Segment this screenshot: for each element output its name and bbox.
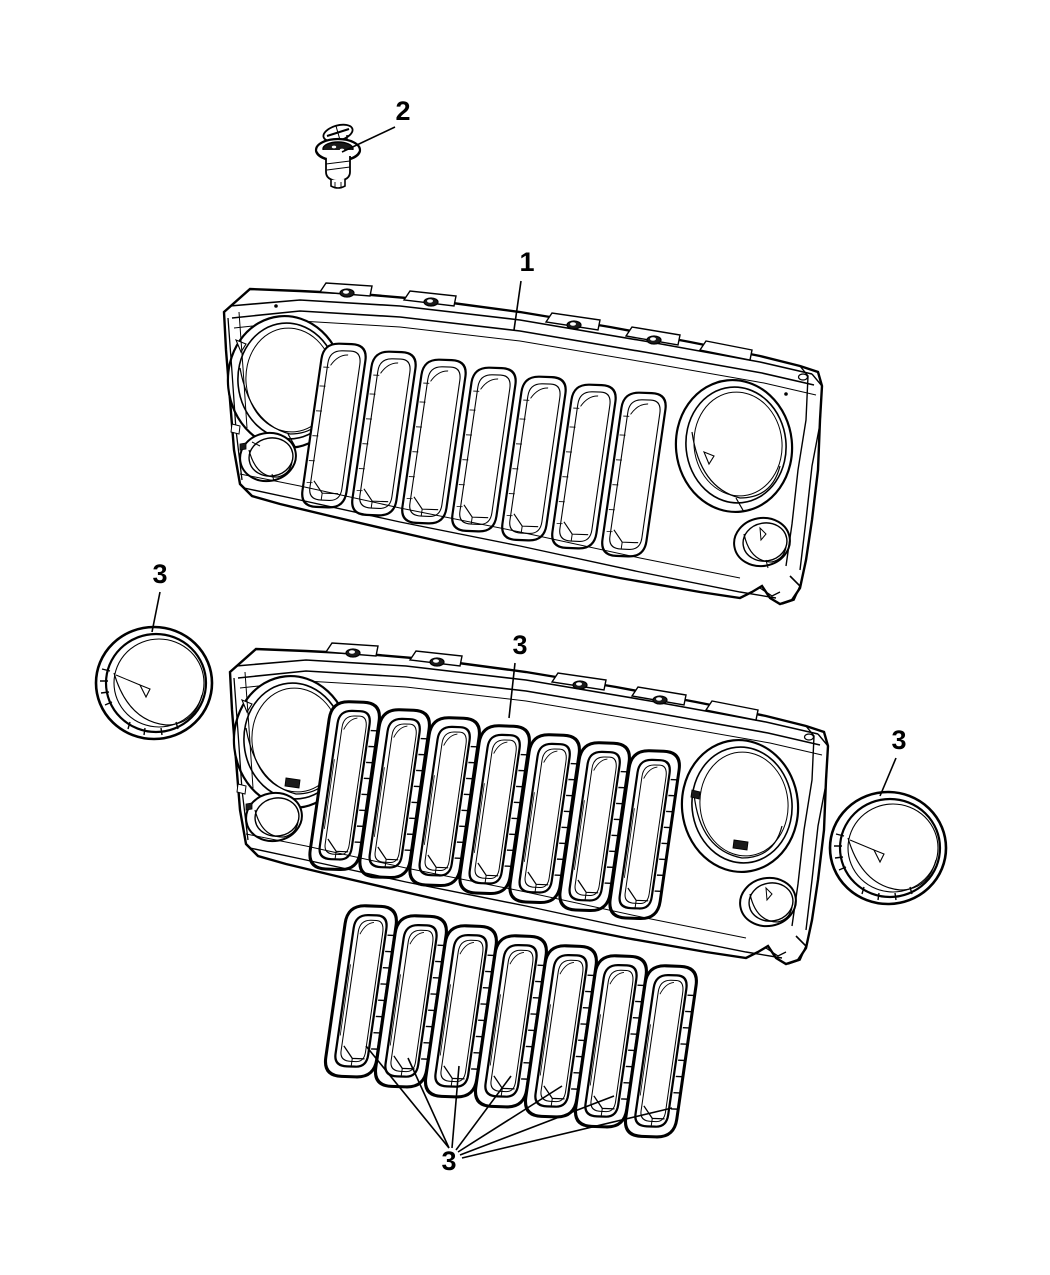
callout-3-left-ring-label: 3: [152, 559, 167, 589]
upper-grille-signal-opening-right: [733, 516, 791, 569]
callout-2-leader: [341, 126, 396, 153]
callout-1-leader: [513, 280, 522, 331]
callout-3-right-ring-leader: [879, 757, 897, 797]
callout-2-label: 2: [395, 96, 410, 126]
callout-3-right-ring: 3: [879, 725, 907, 797]
callout-2: 2: [341, 96, 411, 153]
callout-3-center: 3: [508, 630, 528, 719]
part-headlamp-bezel-ring-right: [828, 790, 948, 906]
upper-grille-headlamp-opening-right: [674, 378, 794, 514]
lower-grille-headlamp-opening-right: [680, 738, 800, 874]
callout-3-left-ring-leader: [151, 591, 161, 633]
upper-grille-mounting-tabs: [318, 282, 753, 361]
part-upper-grille-assembly: [222, 282, 824, 606]
lower-grille-signal-opening-right: [739, 876, 797, 928]
callout-3-loose-row: 3: [365, 1045, 673, 1176]
callout-3-loose-row-label: 3: [441, 1146, 456, 1176]
lower-grille-mounting-tabs: [324, 642, 759, 721]
callout-3-left-ring: 3: [151, 559, 168, 633]
callout-1: 1: [513, 247, 535, 331]
callout-1-label: 1: [519, 247, 534, 277]
part-headlamp-bezel-ring-left: [94, 625, 214, 741]
callout-3-right-ring-label: 3: [891, 725, 906, 755]
part-push-pin-retainer: [314, 123, 362, 189]
callout-3-center-label: 3: [512, 630, 527, 660]
part-lower-grille-assembly: [228, 642, 830, 966]
callout-3-center-leader: [508, 662, 516, 719]
